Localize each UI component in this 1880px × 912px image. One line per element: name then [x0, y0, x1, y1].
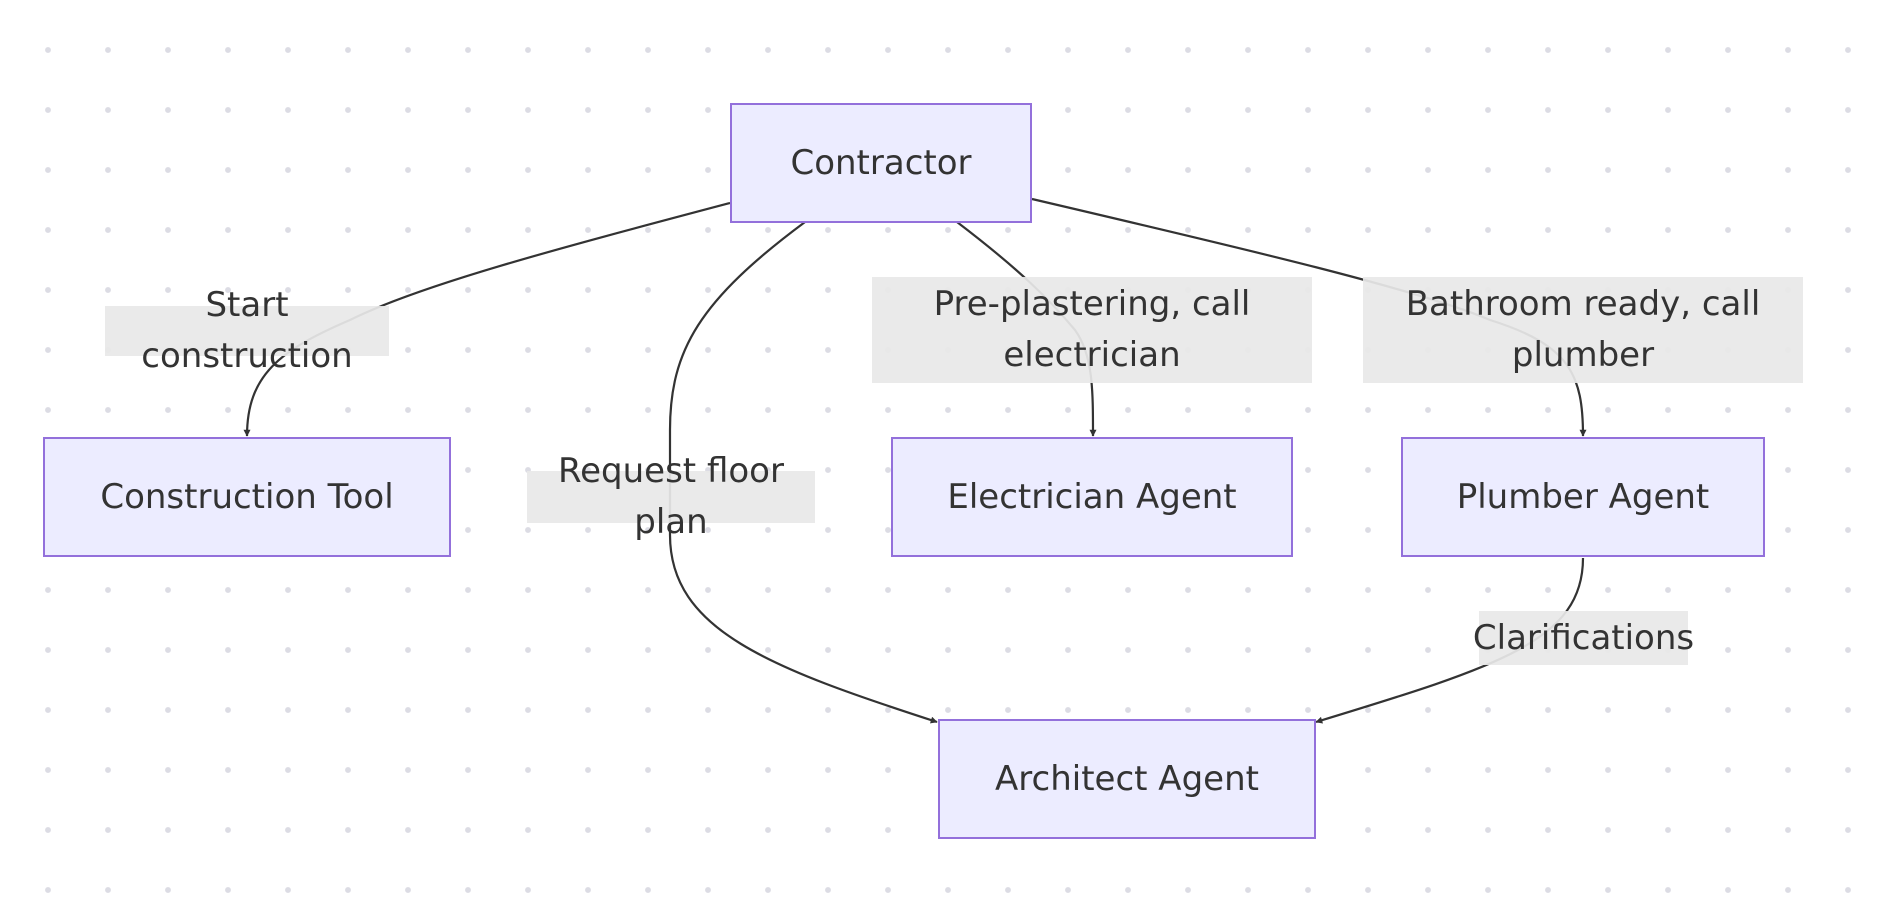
- edge-label-clarifications: Clarifications: [1473, 611, 1694, 665]
- node-label: Construction Tool: [100, 477, 394, 517]
- edge-label-request-floor-plan: Request floor plan: [527, 451, 815, 542]
- edge-contractor-to-architect-agent: [668, 221, 938, 724]
- edge-label-start-construction: Start construction: [105, 285, 389, 376]
- node-label: Plumber Agent: [1456, 477, 1710, 517]
- node-plumber-agent[interactable]: Plumber Agent: [1401, 437, 1765, 557]
- node-construction-tool[interactable]: Construction Tool: [43, 437, 451, 557]
- node-contractor[interactable]: Contractor: [730, 103, 1032, 223]
- node-label: Electrician Agent: [947, 477, 1237, 517]
- node-label: Contractor: [790, 143, 972, 183]
- edge-label-bathroom-ready: Bathroom ready, call plumber: [1363, 277, 1803, 383]
- node-architect-agent[interactable]: Architect Agent: [938, 719, 1316, 839]
- edge-label-pre-plastering: Pre-plastering, call electrician: [872, 277, 1312, 383]
- node-label: Architect Agent: [995, 759, 1259, 799]
- node-electrician-agent[interactable]: Electrician Agent: [891, 437, 1293, 557]
